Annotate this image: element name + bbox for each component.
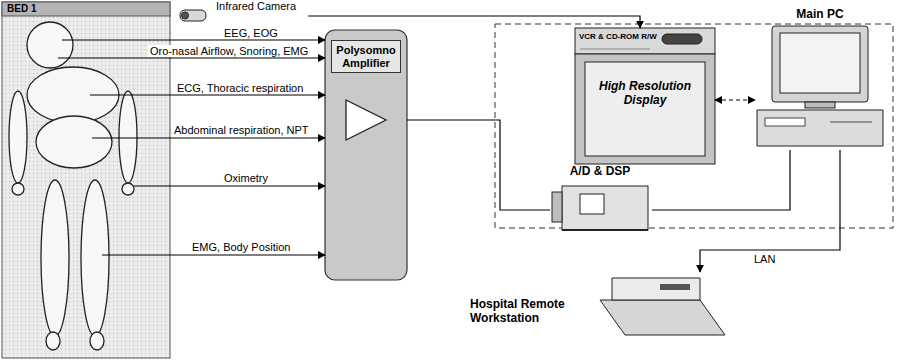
signal-label: Oximetry: [222, 172, 270, 184]
signal-connector: [170, 137, 325, 138]
camera-icon: [180, 10, 206, 21]
pc-label: Main PC: [755, 8, 885, 22]
main-pc-icon: [757, 26, 883, 146]
bed-panel: [2, 2, 170, 358]
vcr-label: VCR & CD-ROM R/W: [579, 32, 657, 41]
signal-connector: [700, 150, 840, 272]
signal-connector: [308, 16, 640, 28]
bed-title: BED 1: [7, 3, 36, 15]
camera-node: Infrared Camera: [178, 0, 308, 24]
device-label: Infrared Camera: [216, 0, 296, 13]
signal-label: Abdominal respiration, NPT: [172, 124, 311, 136]
amplifier-box: Polysomno Amplifier: [325, 30, 407, 280]
display-unit: VCR & CD-ROM R/W High Resolution Display: [575, 28, 715, 164]
display-label: High Resolution Display: [587, 80, 703, 108]
signal-label: EEG, EOG: [222, 27, 280, 39]
signal-connector: [170, 94, 325, 95]
bed-panel: BED 1: [2, 2, 170, 358]
sensor-leads: [58, 40, 170, 255]
workstation-label: Hospital Remote Workstation: [470, 298, 594, 326]
signal-connector: [170, 185, 325, 186]
amplifier-housing: [325, 30, 407, 280]
signal-label: LAN: [752, 253, 777, 265]
workstation-icon: [600, 278, 725, 335]
signal-label: EMG, Body Position: [190, 241, 292, 253]
signal-connector: [170, 57, 325, 58]
remote-workstation: Hospital Remote Workstation: [470, 272, 730, 338]
amplifier-symbol: [346, 100, 386, 140]
bed-header: [2, 2, 170, 16]
card-label: A/D & DSP: [550, 165, 650, 179]
signal-connector: [170, 39, 325, 40]
patient-figure: [9, 22, 137, 350]
signal-connector: [652, 150, 790, 210]
signal-label: Oro-nasal Airflow, Snoring, EMG: [148, 45, 310, 57]
signal-label: ECG, Thoracic respiration: [175, 82, 305, 94]
display-unit: [575, 28, 715, 164]
signal-connector: [407, 120, 550, 210]
system-boundary: [495, 24, 893, 228]
adc-card: A/D & DSP: [550, 165, 652, 235]
adc-card: [552, 186, 648, 230]
signal-connector: [715, 99, 755, 100]
amplifier-label: Polysomno Amplifier: [331, 40, 401, 73]
main-pc: Main PC: [755, 8, 887, 150]
signal-connector: [170, 254, 325, 255]
